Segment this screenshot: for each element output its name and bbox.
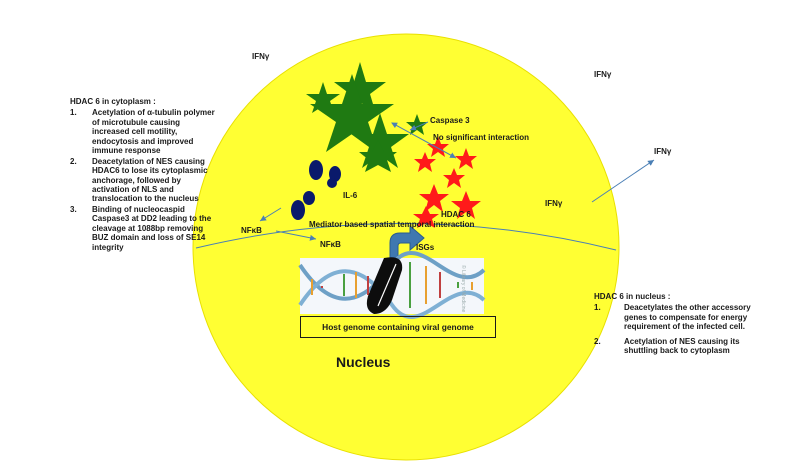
cell-circle (192, 33, 620, 461)
list-item: 2. Deacetylation of NES causing HDAC6 to … (70, 157, 218, 204)
dna-image (298, 250, 486, 320)
list-number: 1. (594, 303, 601, 313)
mediator-label: Mediator based spatial temporal interact… (309, 220, 475, 229)
ifn-label: IFNγ (252, 52, 270, 61)
red-star (414, 152, 436, 172)
ifn-label: IFNγ (654, 147, 672, 156)
red-star (455, 148, 477, 169)
green-star (359, 140, 397, 172)
green-star (334, 62, 386, 114)
cytoplasm-panel-title: HDAC 6 in cytoplasm : (70, 97, 156, 106)
cytoplasm-list: 1. Acetylation of α-tubulin polymer of mi… (70, 108, 218, 252)
list-text: Acetylation of α-tubulin polymer of micr… (92, 108, 215, 156)
list-number: 2. (594, 336, 601, 346)
cytoplasm-panel: HDAC 6 in cytoplasm : 1. Acetylation of α… (70, 97, 218, 252)
nfkb-outer-label: NFκB (241, 226, 262, 235)
green-star (306, 82, 340, 113)
ifn-out-arrow (591, 159, 655, 203)
caspase3-label: Caspase 3 (430, 116, 470, 125)
list-text: Deacetylation of NES causing HDAC6 to lo… (92, 156, 208, 204)
list-item: 1. Deacetylates the other accessory genes… (594, 303, 762, 331)
host-genome-box: Host genome containing viral genome (300, 316, 496, 338)
hdac6-label: HDAC 6 (441, 210, 471, 219)
il6-label: IL-6 (343, 191, 358, 200)
green-star (351, 113, 409, 168)
il6-blob (309, 160, 323, 180)
nfkb-inner-label: NFκB (320, 240, 341, 249)
il6-molecules (291, 160, 341, 220)
no-interaction-label: No significant interaction (433, 133, 530, 142)
nfkb-in-arrow (275, 230, 317, 241)
nucleus-label: Nucleus (336, 354, 391, 370)
list-item: 1. Acetylation of α-tubulin polymer of mi… (70, 108, 218, 155)
red-star (413, 206, 439, 228)
il6-blob (291, 200, 305, 220)
list-number: 3. (70, 204, 77, 214)
ifn-label: IFNγ (545, 199, 563, 208)
green-star (310, 74, 394, 152)
list-number: 1. (70, 108, 77, 118)
nucleus-list: 1. Deacetylates the other accessory genes… (594, 303, 762, 355)
list-text: Binding of nucleocaspid Caspase3 at DD2 … (92, 204, 212, 252)
red-stars (413, 136, 481, 228)
red-star (451, 191, 481, 219)
image-watermark: © Library of Medicine (460, 265, 466, 313)
list-text: Deacetylates the other accessory genes t… (624, 303, 751, 332)
isg-arrow (389, 224, 425, 259)
list-number: 2. (70, 156, 77, 166)
list-item: 2. Acetylation of NES causing its shuttli… (594, 337, 762, 356)
isgs-label: ISGs (416, 243, 435, 252)
caspase-arrow (409, 121, 429, 131)
ifn-label: IFNγ (594, 70, 612, 79)
nfkb-out-arrow (259, 207, 282, 222)
red-star (443, 168, 465, 188)
red-star (419, 184, 449, 212)
il6-blob (327, 178, 337, 188)
il6-blob (303, 191, 315, 205)
list-text: Acetylation of NES causing its shuttling… (624, 336, 740, 356)
caspase-interaction-arrow (391, 122, 457, 159)
nuclear-membrane (195, 223, 617, 251)
list-item: 3. Binding of nucleocaspid Caspase3 at DD… (70, 205, 218, 252)
nucleus-panel-title: HDAC 6 in nucleus : (594, 292, 671, 301)
nucleus-panel: HDAC 6 in nucleus : 1. Deacetylates the o… (594, 292, 762, 356)
